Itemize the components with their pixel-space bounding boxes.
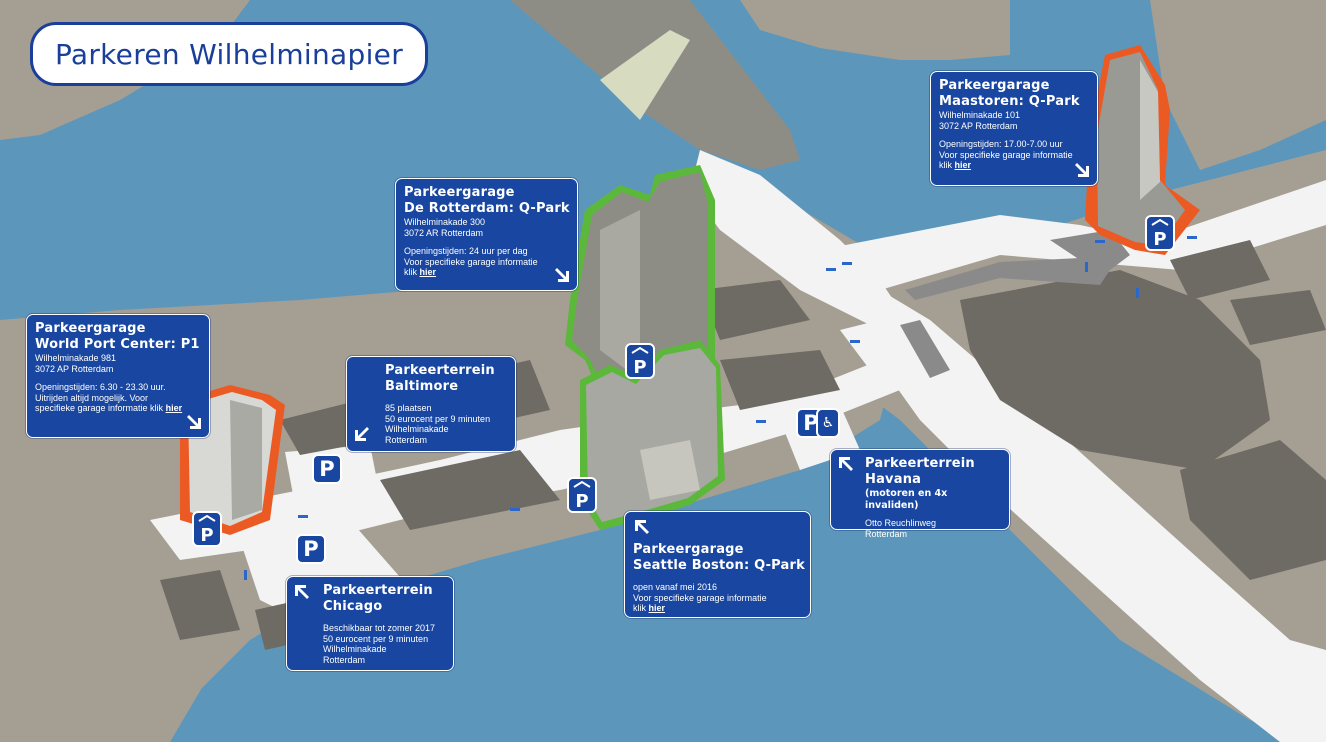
card-maastoren-title2: Maastoren: Q-Park xyxy=(939,94,1080,109)
arrow-down-right-icon xyxy=(553,266,571,284)
card-chicago-l4: Rotterdam xyxy=(323,654,366,665)
arrow-up-left-icon xyxy=(837,455,855,473)
card-havana-title1: Parkeerterrein xyxy=(865,456,975,471)
card-maastoren-addr1: Wilhelminakade 101 xyxy=(939,110,1021,120)
card-chicago-l3: Wilhelminakade xyxy=(323,644,387,654)
card-derotterdam-hours: Openingstijden: 24 uur per dag xyxy=(404,246,528,256)
card-havana-l1: Otto Reuchlinweg xyxy=(865,518,937,528)
card-seattle-l1: open vanaf mei 2016 xyxy=(633,582,718,592)
parking-icon-baltimore[interactable]: P xyxy=(312,454,342,484)
card-maastoren-hours: Openingstijden: 17.00-7.00 uur xyxy=(939,139,1063,149)
card-baltimore-l4: Rotterdam xyxy=(385,434,428,445)
card-maastoren-info1: Voor specifieke garage informatie xyxy=(939,149,1073,160)
card-havana[interactable]: Parkeerterrein Havana (motoren en 4x inv… xyxy=(830,449,1010,539)
card-wpc-hours: Openingstijden: 6.30 - 23.30 uur. xyxy=(35,382,166,392)
card-wpc-extra: Uitrijden altijd mogelijk. Voor xyxy=(35,392,149,403)
card-baltimore-l1: 85 plaatsen xyxy=(385,403,432,413)
card-seattle-title2: Seattle Boston: Q-Park xyxy=(633,558,805,573)
card-wpc-title2: World Port Center: P1 xyxy=(35,337,200,352)
parking-icon-chicago[interactable]: P xyxy=(296,534,326,564)
card-wpc-title1: Parkeergarage xyxy=(35,321,146,336)
card-seattle-boston[interactable]: Parkeergarage Seattle Boston: Q-Park ope… xyxy=(624,511,811,618)
card-derotterdam-addr2: 3072 AR Rotterdam xyxy=(404,227,484,238)
crossings xyxy=(900,230,1130,378)
building-blocks xyxy=(160,240,1326,650)
garage-icon-maastoren[interactable]: P xyxy=(1145,215,1175,251)
garage-icon-wpc[interactable]: P xyxy=(192,511,222,547)
card-maastoren[interactable]: Parkeergarage Maastoren: Q-Park Wilhelmi… xyxy=(930,71,1098,186)
card-seattle-title1: Parkeergarage xyxy=(633,542,744,557)
card-seattle-l2: Voor specifieke garage informatie xyxy=(633,592,767,603)
traffic-arrows xyxy=(244,236,1197,580)
card-chicago-l1: Beschikbaar tot zomer 2017 xyxy=(323,623,436,633)
page-title-text: Parkeren Wilhelminapier xyxy=(54,37,404,71)
arrow-down-left-icon xyxy=(353,425,371,443)
card-baltimore-title2: Baltimore xyxy=(385,379,459,394)
arrow-down-right-icon xyxy=(1073,161,1091,179)
wheelchair-icon: ♿ xyxy=(816,408,840,438)
card-wpc-addr1: Wilhelminakade 981 xyxy=(35,353,117,363)
card-de-rotterdam[interactable]: Parkeergarage De Rotterdam: Q-Park Wilhe… xyxy=(395,178,578,291)
card-derotterdam-title1: Parkeergarage xyxy=(404,185,515,200)
card-maastoren-link[interactable]: hier xyxy=(954,160,972,170)
card-wpc-addr2: 3072 AP Rotterdam xyxy=(35,363,114,374)
card-chicago-title2: Chicago xyxy=(323,599,383,614)
page-title: Parkeren Wilhelminapier xyxy=(30,22,428,86)
garage-icon-de-rotterdam-label: P xyxy=(633,357,646,377)
card-wpc-info: specifieke garage informatie klik xyxy=(35,403,164,413)
card-maastoren-addr2: 3072 AP Rotterdam xyxy=(939,120,1018,131)
card-baltimore[interactable]: Parkeerterrein Baltimore 85 plaatsen 50 … xyxy=(346,356,516,452)
card-derotterdam-addr1: Wilhelminakade 300 xyxy=(404,217,486,227)
land-top-right xyxy=(1150,0,1326,170)
card-seattle-l3: klik xyxy=(633,603,646,613)
garage-icon-maastoren-label: P xyxy=(1153,229,1166,249)
garage-icon-wpc-label: P xyxy=(200,525,213,545)
card-maastoren-info2: klik xyxy=(939,160,952,170)
card-derotterdam-info2: klik xyxy=(404,267,417,277)
card-maastoren-title1: Parkeergarage xyxy=(939,78,1050,93)
garage-icon-seattle-boston[interactable]: P xyxy=(567,477,597,513)
bridge-pylon xyxy=(600,30,690,120)
card-baltimore-l3: Wilhelminakade xyxy=(385,424,449,434)
card-derotterdam-info1: Voor specifieke garage informatie xyxy=(404,256,538,267)
garage-icon-de-rotterdam[interactable]: P xyxy=(625,343,655,379)
card-world-port-center[interactable]: Parkeergarage World Port Center: P1 Wilh… xyxy=(26,314,210,438)
card-chicago[interactable]: Parkeerterrein Chicago Beschikbaar tot z… xyxy=(286,576,454,671)
card-derotterdam-title2: De Rotterdam: Q-Park xyxy=(404,201,570,216)
card-chicago-title1: Parkeerterrein xyxy=(323,583,433,598)
arrow-up-left-icon xyxy=(633,518,651,536)
card-wpc-link[interactable]: hier xyxy=(165,403,183,413)
land-top-center xyxy=(740,0,1010,60)
garage-icon-seattle-label: P xyxy=(575,491,588,511)
card-havana-l2: Rotterdam xyxy=(865,528,908,539)
arrow-up-left-icon xyxy=(293,583,311,601)
card-seattle-link[interactable]: hier xyxy=(648,603,666,613)
card-havana-title2: Havana xyxy=(865,472,922,487)
card-baltimore-l2: 50 eurocent per 9 minuten xyxy=(385,413,491,424)
card-havana-sub: (motoren en 4x invaliden) xyxy=(865,488,948,511)
card-baltimore-title1: Parkeerterrein xyxy=(385,363,495,378)
card-chicago-l2: 50 eurocent per 9 minuten xyxy=(323,633,429,644)
arrow-down-right-icon xyxy=(185,413,203,431)
card-derotterdam-link[interactable]: hier xyxy=(419,267,437,277)
